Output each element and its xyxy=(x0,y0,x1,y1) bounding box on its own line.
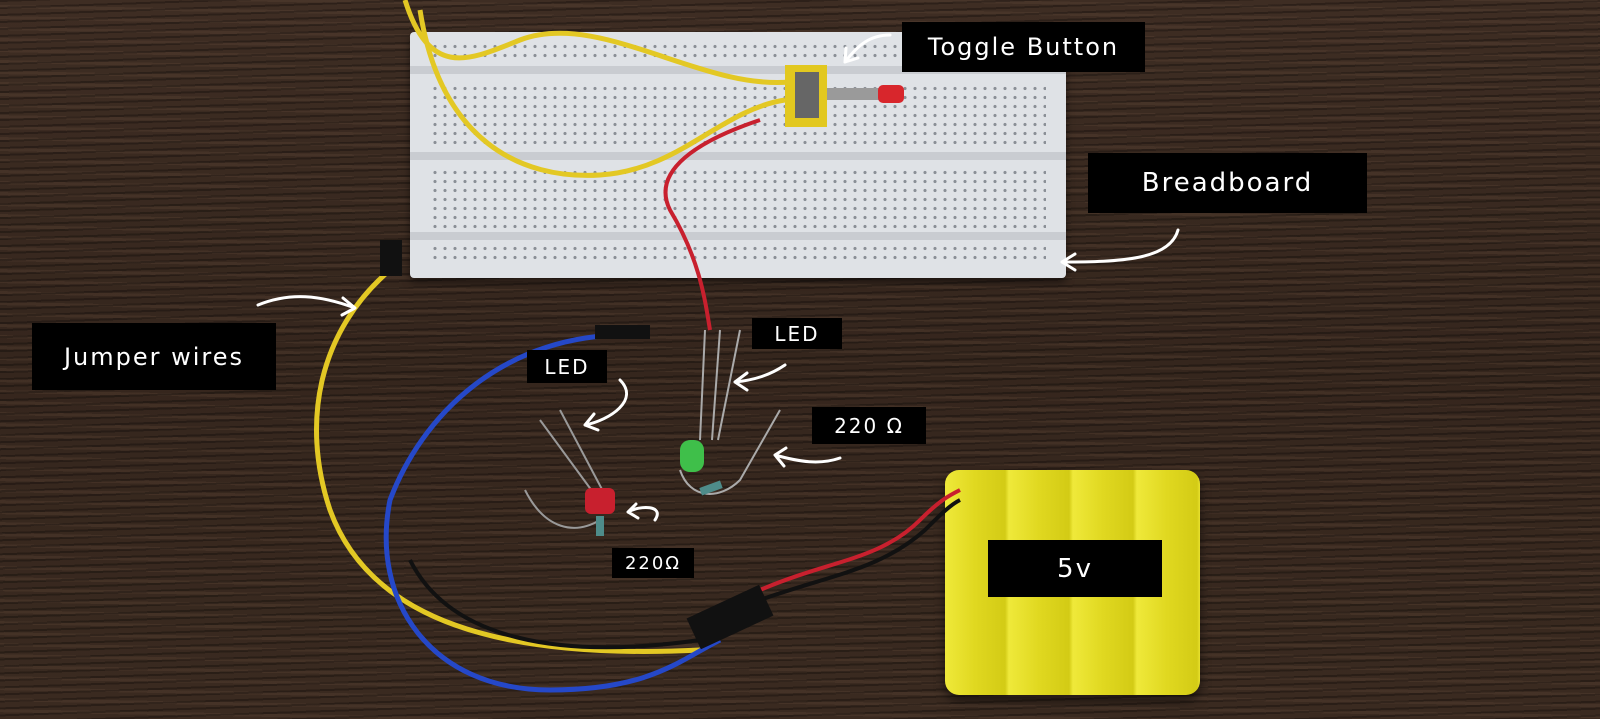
battery-connector xyxy=(686,584,774,650)
red-led xyxy=(585,488,615,514)
yellow-jumper-wire xyxy=(314,268,701,654)
label-resistor-green: 220 Ω xyxy=(812,407,926,444)
battery-black-lead xyxy=(759,498,961,602)
yellow-wire-top xyxy=(402,0,791,86)
annotation-arrows xyxy=(256,33,1180,522)
arrow-breadboard-icon xyxy=(1060,228,1180,272)
red-led-legs xyxy=(524,409,606,529)
green-led xyxy=(680,440,704,472)
label-battery-5v: 5v xyxy=(988,540,1162,597)
label-led-red: LED xyxy=(527,350,607,383)
black-jumper-wire xyxy=(408,559,701,650)
label-resistor-red: 220Ω xyxy=(612,548,694,578)
arrow-toggle-icon xyxy=(843,33,892,64)
resistor-220-red xyxy=(596,516,604,536)
label-breadboard: Breadboard xyxy=(1088,153,1367,213)
toggle-switch-cap xyxy=(878,85,904,103)
power-rail-bottom xyxy=(430,244,1046,262)
label-led-green: LED xyxy=(752,318,842,349)
resistor-220-green xyxy=(699,480,723,496)
arrow-resistor-red-icon xyxy=(626,502,659,522)
arrow-green-led-icon xyxy=(733,363,787,392)
arrow-jumper-icon xyxy=(256,295,357,317)
label-jumper-wires: Jumper wires xyxy=(32,323,276,390)
jumper-header xyxy=(380,240,402,276)
power-rail-top xyxy=(430,42,1046,60)
green-resistor-leads xyxy=(679,409,781,495)
terminal-strip-bottom xyxy=(430,168,1046,228)
rail-divider xyxy=(410,232,1066,240)
battery-red-lead xyxy=(759,488,961,592)
red-wire xyxy=(663,118,761,331)
arrow-resistor-green-icon xyxy=(773,446,842,468)
breadboard xyxy=(410,32,1066,278)
center-channel xyxy=(410,152,1066,160)
rail-divider xyxy=(410,66,1066,74)
toggle-switch-housing xyxy=(795,72,819,118)
arrow-red-led-icon xyxy=(583,378,628,432)
toggle-switch-lever xyxy=(827,88,882,100)
yellow-wire-bottom xyxy=(417,9,786,178)
blue-jumper-wire xyxy=(383,332,722,693)
jumper-pin-blue xyxy=(595,325,650,339)
green-led-legs xyxy=(699,329,741,441)
label-toggle-button: Toggle Button xyxy=(902,22,1145,72)
